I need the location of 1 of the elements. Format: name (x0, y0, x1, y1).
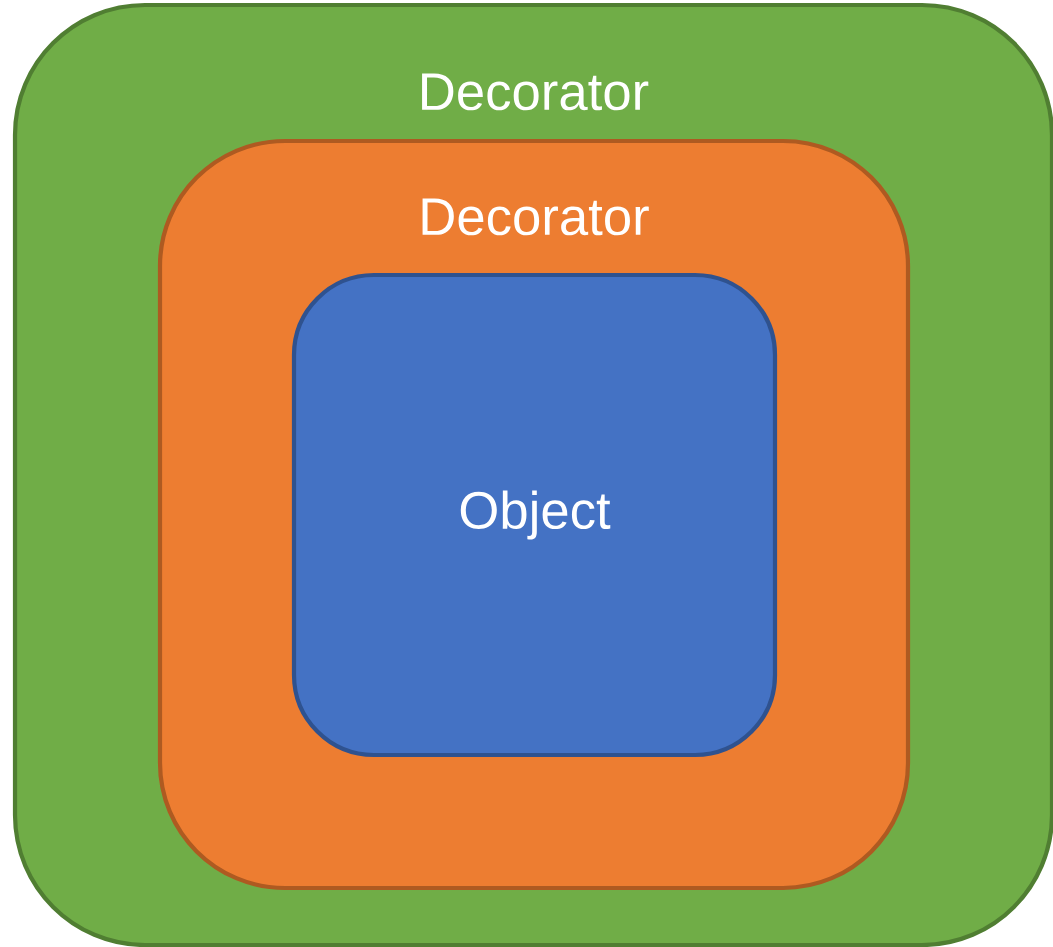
rounded-box: Object (291, 272, 778, 758)
